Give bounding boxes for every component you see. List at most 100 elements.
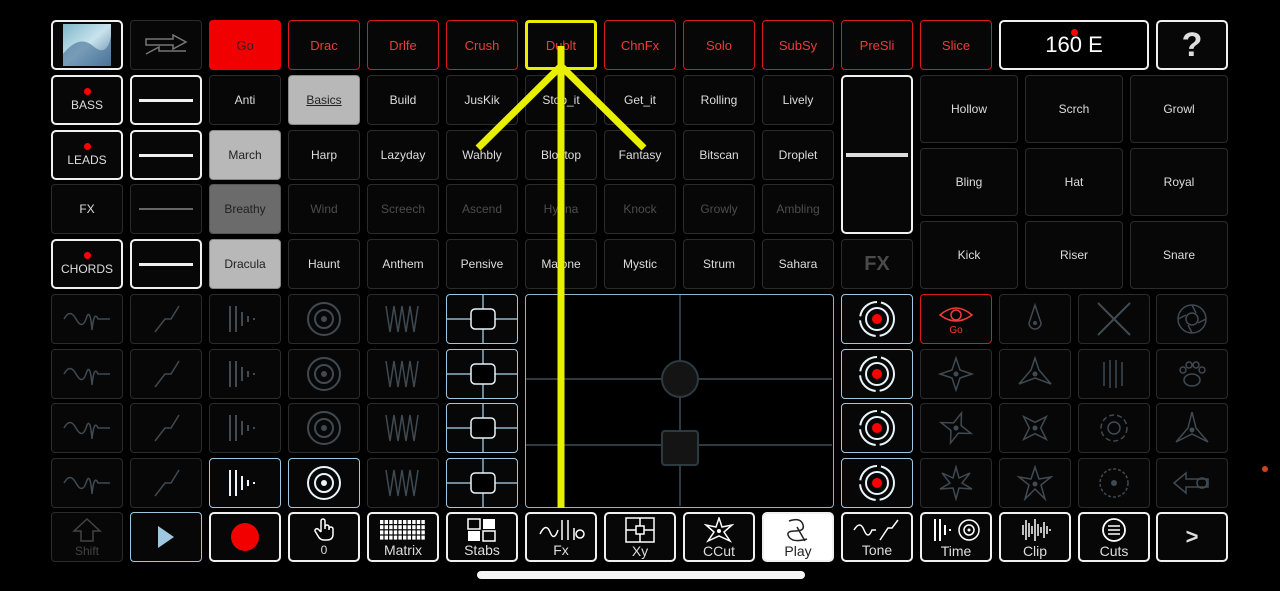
level-bass[interactable] — [130, 75, 202, 125]
category-fx[interactable]: FX — [51, 184, 123, 234]
fx-stutter-pad-3[interactable] — [209, 403, 281, 453]
preset-fantasy[interactable]: Fantasy — [604, 130, 676, 180]
tab-drac[interactable]: Drac — [288, 20, 360, 70]
next-page-button[interactable]: > — [1156, 512, 1228, 562]
tab-chnfx[interactable]: ChnFx — [604, 20, 676, 70]
loop-target-4[interactable] — [841, 458, 913, 508]
fx-comb-pad-3[interactable] — [367, 403, 439, 453]
preset-knock[interactable]: Knock — [604, 184, 676, 234]
paw-pad[interactable] — [1156, 349, 1228, 399]
preset-rolling[interactable]: Rolling — [683, 75, 755, 125]
circular-saw-pad[interactable] — [1078, 458, 1150, 508]
preset-pensive[interactable]: Pensive — [446, 239, 518, 289]
preset-harp[interactable]: Harp — [288, 130, 360, 180]
help-button[interactable]: ? — [1156, 20, 1228, 70]
ccut-button[interactable]: CCut — [683, 512, 755, 562]
tab-presli[interactable]: PreSli — [841, 20, 913, 70]
fx-wave-pad-4[interactable] — [51, 458, 123, 508]
fx-envelope-pad-1[interactable] — [130, 294, 202, 344]
claw-marks-pad[interactable] — [1078, 349, 1150, 399]
preset-thumbnail[interactable] — [51, 20, 123, 70]
level-chords[interactable] — [130, 239, 202, 289]
tab-go[interactable]: Go — [209, 20, 281, 70]
preset-basics[interactable]: Basics — [288, 75, 360, 125]
star-pad-1[interactable] — [920, 458, 992, 508]
preset-anti[interactable]: Anti — [209, 75, 281, 125]
play-toggle-button[interactable] — [130, 512, 202, 562]
preset-screech[interactable]: Screech — [367, 184, 439, 234]
swords-pad[interactable] — [1078, 294, 1150, 344]
tab-drlfe[interactable]: Drlfe — [367, 20, 439, 70]
saw-blade-pad[interactable] — [1156, 294, 1228, 344]
preset-wind[interactable]: Wind — [288, 184, 360, 234]
preset-lazyday[interactable]: Lazyday — [367, 130, 439, 180]
tone-button[interactable]: Tone — [841, 512, 913, 562]
preset-ascend[interactable]: Ascend — [446, 184, 518, 234]
tab-solo[interactable]: Solo — [683, 20, 755, 70]
preset-droplet[interactable]: Droplet — [762, 130, 834, 180]
stabs-button[interactable]: Stabs — [446, 512, 518, 562]
preset-strum[interactable]: Strum — [683, 239, 755, 289]
fx-ring-pad-4[interactable] — [288, 458, 360, 508]
preset-anthem[interactable]: Anthem — [367, 239, 439, 289]
fx-wave-pad-2[interactable] — [51, 349, 123, 399]
preset-march[interactable]: March — [209, 130, 281, 180]
preset-ambling[interactable]: Ambling — [762, 184, 834, 234]
tap-button[interactable]: 0 — [288, 512, 360, 562]
stab-slider-2[interactable] — [446, 349, 518, 399]
play-mode-button[interactable]: Play — [762, 512, 834, 562]
drum-pad-growl[interactable]: Growl — [1130, 75, 1228, 143]
cuts-button[interactable]: Cuts — [1078, 512, 1150, 562]
level-leads[interactable] — [130, 130, 202, 180]
preset-malone[interactable]: Malone — [525, 239, 597, 289]
fx-wave-pad-1[interactable] — [51, 294, 123, 344]
preset-juskik[interactable]: JusKik — [446, 75, 518, 125]
fx-stutter-pad-1[interactable] — [209, 294, 281, 344]
tab-dublt[interactable]: Dublt — [525, 20, 597, 70]
fx-stutter-pad-2[interactable] — [209, 349, 281, 399]
preset-mystic[interactable]: Mystic — [604, 239, 676, 289]
stab-slider-4[interactable] — [446, 458, 518, 508]
drum-pad-bling[interactable]: Bling — [920, 148, 1018, 216]
level-fx[interactable] — [130, 184, 202, 234]
shuriken-pad-3[interactable] — [920, 403, 992, 453]
drum-pad-royal[interactable]: Royal — [1130, 148, 1228, 216]
fx-stutter-pad-4[interactable] — [209, 458, 281, 508]
tab-crush[interactable]: Crush — [446, 20, 518, 70]
tab-slice[interactable]: Slice — [920, 20, 992, 70]
drum-pad-kick[interactable]: Kick — [920, 221, 1018, 289]
preset-build[interactable]: Build — [367, 75, 439, 125]
category-leads[interactable]: LEADS — [51, 130, 123, 180]
fx-comb-pad-1[interactable] — [367, 294, 439, 344]
shuriken-pad-2[interactable] — [999, 349, 1071, 399]
preset-sahara[interactable]: Sahara — [762, 239, 834, 289]
drum-pad-scrch[interactable]: Scrch — [1025, 75, 1123, 143]
star-pad-2[interactable] — [999, 458, 1071, 508]
fx-comb-pad-2[interactable] — [367, 349, 439, 399]
preset-bloktop[interactable]: Bloktop — [525, 130, 597, 180]
fx-envelope-pad-3[interactable] — [130, 403, 202, 453]
drum-pad-snare[interactable]: Snare — [1130, 221, 1228, 289]
preset-bitscan[interactable]: Bitscan — [683, 130, 755, 180]
category-chords[interactable]: CHORDS — [51, 239, 123, 289]
preset-haunt[interactable]: Haunt — [288, 239, 360, 289]
preset-hyena[interactable]: Hyena — [525, 184, 597, 234]
loop-target-2[interactable] — [841, 349, 913, 399]
fx-tab-button[interactable]: Fx — [525, 512, 597, 562]
tab-subsy[interactable]: SubSy — [762, 20, 834, 70]
preset-dracula[interactable]: Dracula — [209, 239, 281, 289]
fx-envelope-pad-2[interactable] — [130, 349, 202, 399]
matrix-button[interactable]: Matrix — [367, 512, 439, 562]
clip-button[interactable]: Clip — [999, 512, 1071, 562]
loop-target-3[interactable] — [841, 403, 913, 453]
fx-ring-pad-1[interactable] — [288, 294, 360, 344]
drum-pad-riser[interactable]: Riser — [1025, 221, 1123, 289]
drum-pad-hollow[interactable]: Hollow — [920, 75, 1018, 143]
shuriken-pad-4[interactable] — [999, 403, 1071, 453]
fx-ring-pad-3[interactable] — [288, 403, 360, 453]
preset-wahbly[interactable]: Wahbly — [446, 130, 518, 180]
drop-pad[interactable] — [999, 294, 1071, 344]
fx-ring-pad-2[interactable] — [288, 349, 360, 399]
shuriken-pad-1[interactable] — [920, 349, 992, 399]
fx-envelope-pad-4[interactable] — [130, 458, 202, 508]
